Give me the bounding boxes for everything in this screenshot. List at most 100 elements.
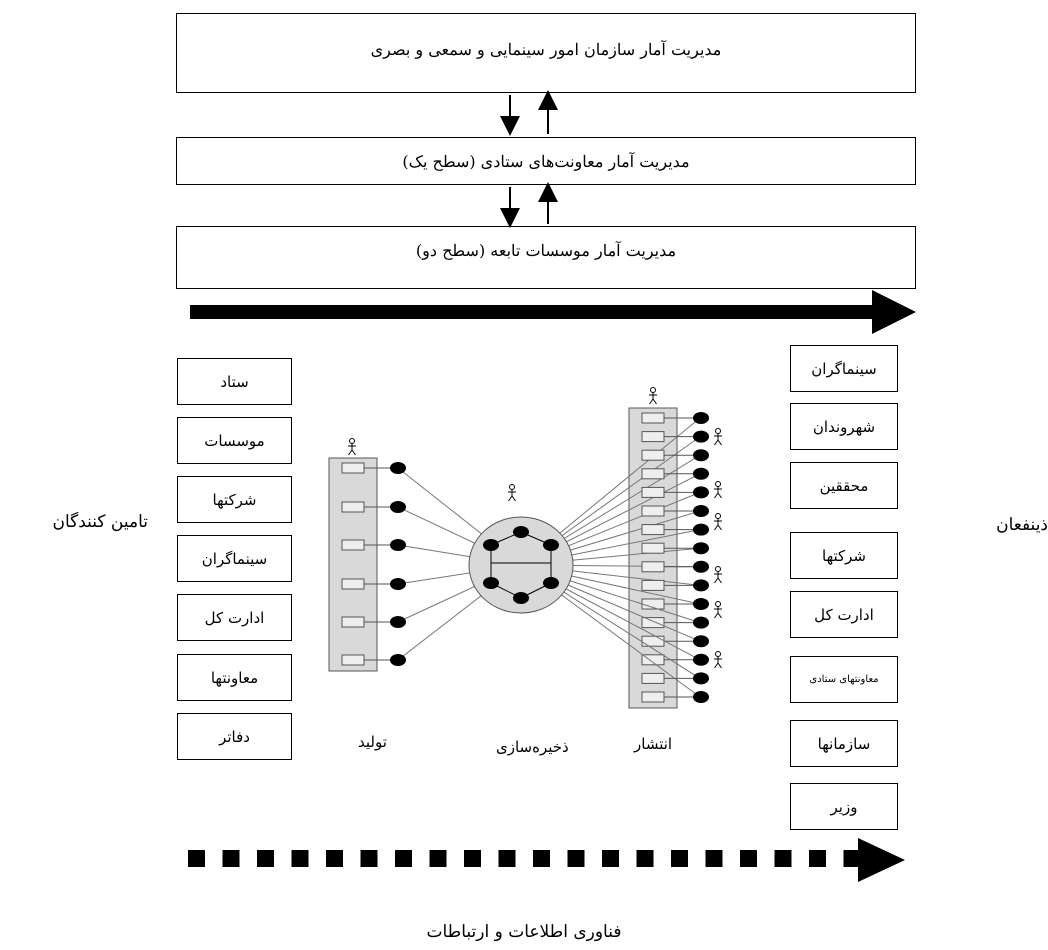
production-dot (390, 462, 406, 474)
distribution-node (641, 412, 665, 424)
distribution-node (641, 524, 665, 536)
dashed-arrow-head (858, 838, 905, 882)
dashed-arrow-segment (602, 850, 619, 867)
distribution-node (641, 542, 665, 554)
supplier-box: موسسات (177, 417, 292, 464)
dashed-arrow-segment (188, 850, 205, 867)
dashed-arrow-segment (429, 850, 447, 867)
production-node (341, 462, 365, 474)
suppliers-title: تامین کنندگان (52, 512, 148, 532)
dashed-arrow-segment (567, 850, 585, 867)
distribution-dot (693, 672, 709, 685)
hub-node (513, 592, 529, 604)
person-icon (714, 571, 722, 584)
distribution-dot (693, 523, 709, 536)
dashed-arrow-segment (740, 850, 757, 867)
production-dot (390, 539, 406, 551)
production-dot (390, 616, 406, 628)
stakeholder-box: وزیر (790, 783, 898, 830)
person-icon (715, 481, 721, 487)
distribution-node (641, 617, 665, 629)
stakeholder-box: شهروندان (790, 403, 898, 450)
supplier-label: موسسات (204, 431, 265, 450)
solid-arrow-shaft (190, 305, 880, 319)
distribution-dot (693, 449, 709, 462)
dashed-arrow-segment (291, 850, 309, 867)
stakeholder-label: محققین (819, 476, 869, 495)
person-icon (714, 486, 722, 499)
stakeholder-label: سینماگران (811, 359, 877, 378)
distribution-dot (693, 635, 709, 648)
person-icon (649, 392, 657, 405)
dashed-arrow-segment (222, 850, 240, 867)
person-icon (348, 443, 356, 456)
dashed-arrow-segment (498, 850, 516, 867)
distribution-node (641, 579, 665, 591)
supplier-box: ستاد (177, 358, 292, 405)
hub-node (483, 577, 499, 589)
production-panel (328, 457, 378, 672)
stakeholder-box: محققین (790, 462, 898, 509)
stakeholder-label: شهروندان (812, 417, 876, 436)
stage-storage: ذخیره‌سازی (496, 738, 569, 756)
dashed-arrow-segment (395, 850, 412, 867)
distribution-dot (693, 486, 709, 499)
distribution-node (641, 672, 665, 684)
person-icon (715, 428, 721, 434)
dashed-arrow-segment (774, 850, 792, 867)
person-icon (714, 433, 722, 446)
person-icon (715, 566, 721, 572)
distribution-dot (693, 560, 709, 573)
person-icon (508, 489, 516, 502)
stakeholder-box: معاونتهای ستادی (790, 656, 898, 703)
stakeholder-box: سینماگران (790, 345, 898, 392)
distribution-dot (693, 467, 709, 480)
network-graphic (328, 387, 722, 709)
stakeholders-title: ذینفعان (996, 515, 1048, 535)
stakeholder-label: شرکتها (822, 546, 866, 565)
distribution-dot (693, 616, 709, 629)
person-icon (714, 518, 722, 531)
supplier-label: معاونتها (210, 668, 259, 687)
distribution-node (641, 486, 665, 498)
dashed-arrow-segment (326, 850, 343, 867)
dashed-arrow-segment (360, 850, 378, 867)
stakeholder-label: وزیر (830, 797, 858, 816)
supplier-label: سینماگران (201, 549, 268, 568)
dashed-arrow-segment (257, 850, 274, 867)
production-dot (390, 501, 406, 513)
supplier-label: شرکتها (212, 490, 257, 509)
stakeholder-label: سازمانها (817, 734, 871, 753)
hub-node (543, 539, 559, 551)
distribution-node (641, 468, 665, 480)
production-node (341, 539, 365, 551)
person-icon (650, 387, 656, 393)
distribution-node (641, 691, 665, 703)
hub-node (543, 577, 559, 589)
distribution-dot (693, 598, 709, 610)
dashed-arrow-segment (705, 850, 723, 867)
dashed-arrow-segment (464, 850, 481, 867)
dashed-arrow-segment (809, 850, 826, 867)
distribution-node (641, 505, 665, 517)
distribution-dot (693, 653, 709, 666)
distribution-node (641, 635, 665, 647)
supplier-box: معاونتها (177, 654, 292, 701)
supplier-label: دفاتر (219, 727, 250, 746)
management-box-institutions: مدیریت آمار موسسات تابعه (سطح دو) (176, 226, 916, 289)
distribution-dot (693, 691, 709, 703)
supplier-label: ستاد (220, 372, 249, 391)
stage-production: تولید (358, 733, 387, 751)
person-icon (349, 438, 355, 444)
dashed-arrow-segment (533, 850, 550, 867)
supplier-box: شرکتها (177, 476, 292, 523)
supplier-box: ادارت کل (177, 594, 292, 641)
production-node (341, 616, 365, 628)
management-box-organization: مدیریت آمار سازمان امور سینمایی و سمعی و… (176, 13, 916, 93)
person-icon (509, 484, 515, 490)
distribution-dot (693, 430, 709, 443)
person-icon (715, 513, 721, 519)
person-icon (715, 651, 721, 657)
person-icon (715, 601, 721, 607)
distribution-dot (693, 412, 709, 424)
